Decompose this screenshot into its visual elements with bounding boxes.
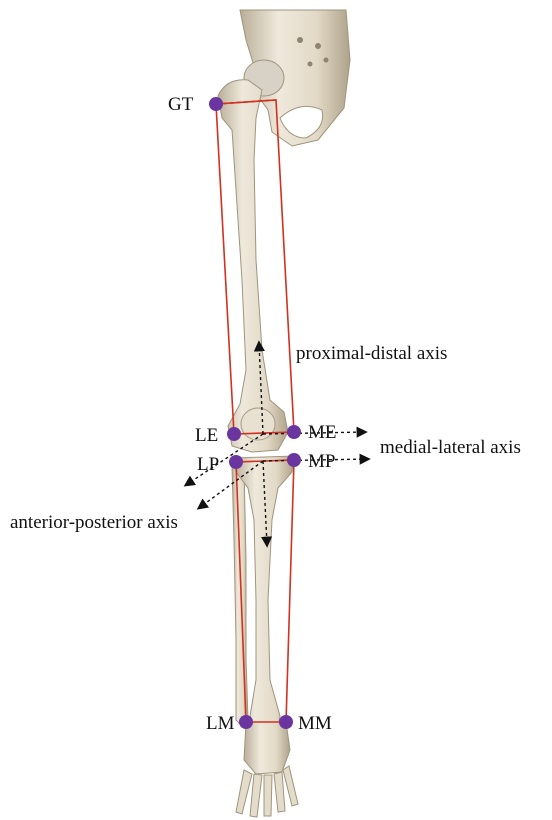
me-marker — [287, 425, 301, 439]
le-label: LE — [195, 425, 218, 446]
le-marker — [227, 427, 241, 441]
lp-label: LP — [197, 454, 219, 475]
gt-marker — [209, 97, 223, 111]
gt-label: GT — [168, 94, 194, 115]
lm-label: LM — [206, 713, 235, 734]
mm-label: MM — [298, 713, 332, 734]
mp-label: MP — [308, 451, 335, 472]
mp-marker — [287, 453, 301, 467]
patella — [241, 408, 275, 440]
proximal-distal-axis-label: proximal-distal axis — [296, 343, 447, 364]
lp-marker — [229, 455, 243, 469]
fibula — [232, 461, 248, 726]
lm-marker — [239, 715, 253, 729]
medial-lateral-axis-label: medial-lateral axis — [380, 437, 521, 458]
mm-marker — [279, 715, 293, 729]
me-label: ME — [308, 422, 337, 443]
foot — [236, 722, 298, 817]
anterior-posterior-axis-label: anterior-posterior axis — [10, 512, 178, 533]
